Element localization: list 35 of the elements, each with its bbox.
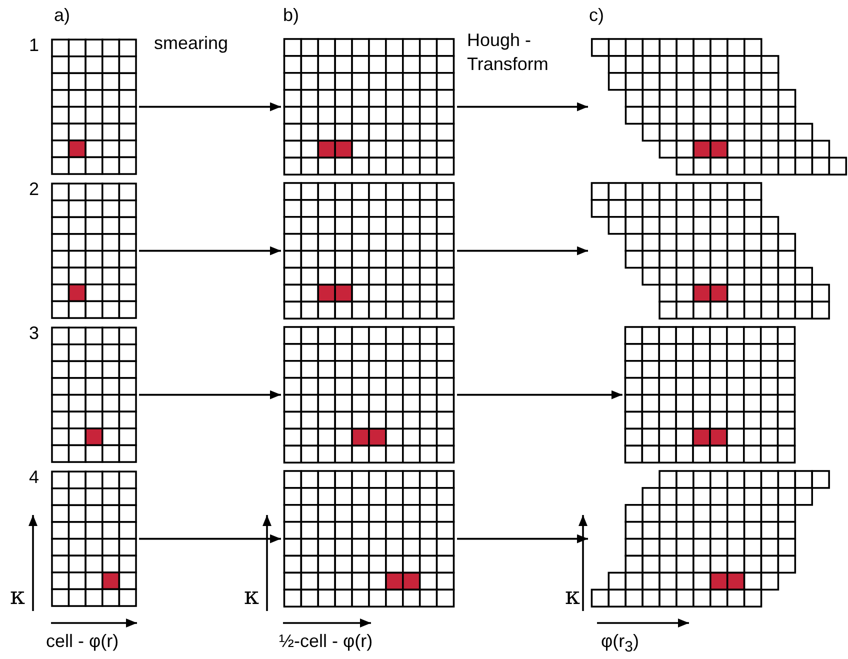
cell-grid <box>283 470 455 608</box>
cell-grid <box>624 326 796 464</box>
arrow <box>457 246 588 256</box>
step-label: Hough - Transform <box>467 29 550 76</box>
step-label: smearing <box>154 32 228 55</box>
axis-label: φ(r$_{3}$) <box>601 630 640 658</box>
axis-label: κ <box>10 581 25 612</box>
axis-label: κ <box>244 581 259 612</box>
axis-label: ½-cell - φ(r) <box>279 630 373 653</box>
arrow <box>457 390 622 400</box>
cell-grid <box>590 38 848 176</box>
arrow <box>139 246 281 256</box>
cell-grid <box>51 38 137 176</box>
cell-grid <box>590 470 831 608</box>
cell-grid <box>283 326 455 464</box>
cell-grid <box>283 182 455 320</box>
cell-grid <box>51 182 137 320</box>
row-number: 4 <box>29 467 40 488</box>
cell-grid <box>283 38 455 176</box>
arrow <box>139 534 281 544</box>
row-number: 3 <box>29 323 40 344</box>
arrow <box>139 390 281 400</box>
arrow <box>457 534 588 544</box>
arrow <box>457 102 588 112</box>
panel-label: c) <box>589 4 604 27</box>
arrow <box>139 102 281 112</box>
panel-label: a) <box>54 4 70 27</box>
axis-label: κ <box>565 581 580 612</box>
row-number: 1 <box>29 35 40 56</box>
cell-grid <box>51 470 137 608</box>
cell-grid <box>590 182 831 320</box>
axis-label: cell - φ(r) <box>46 630 119 653</box>
panel-label: b) <box>283 4 300 27</box>
cell-grid <box>51 326 137 464</box>
row-number: 2 <box>29 179 40 200</box>
